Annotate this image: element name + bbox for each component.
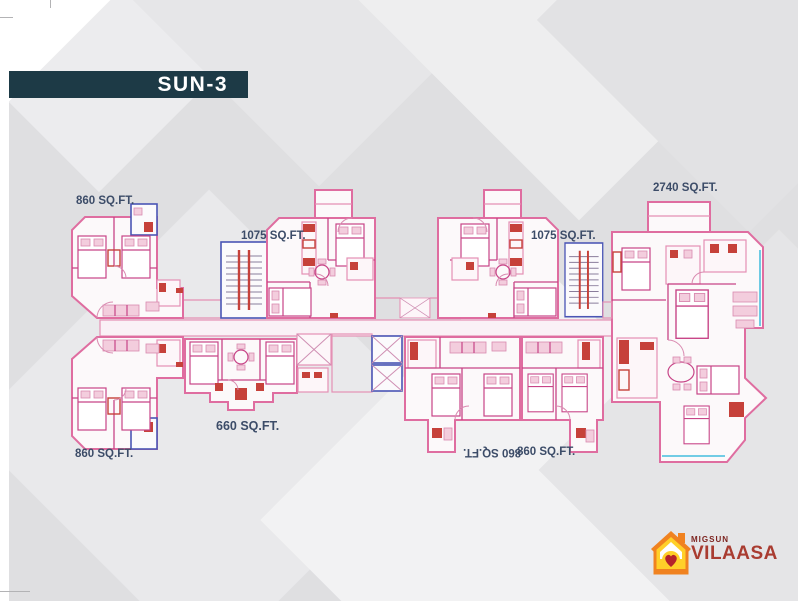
brand-name: MIGSUN (691, 535, 729, 544)
unit-area-label-bottom-center: 660 SQ.FT. (216, 419, 280, 433)
unit-area-label-bottom-mid-right: 860 SQ.FT. (517, 446, 576, 458)
project-name: VILAASA (691, 543, 778, 564)
tower-name: SUN-3 (157, 73, 228, 96)
crop-mark (0, 591, 30, 592)
crop-mark (50, 0, 51, 8)
crop-mark (0, 17, 13, 18)
unit-area-label-mid-right: 1075 SQ.FT. (531, 230, 596, 242)
unit-area-label-top-right: 2740 SQ.FT. (653, 182, 718, 194)
unit-area-label-mid-left: 1075 SQ.FT. (241, 230, 306, 242)
brand-logo: MIGSUN VILAASA (651, 527, 791, 587)
unit-area-label-top-left: 860 SQ.FT. (76, 195, 135, 207)
house-with-heart-icon (651, 531, 691, 575)
unit-area-label-bottom-mid-left-rotated: 860 SQ.FT. (463, 446, 522, 458)
unit-area-label-bottom-left: 860 SQ.FT. (75, 448, 134, 460)
tower-name-banner: SUN-3 (9, 71, 248, 98)
